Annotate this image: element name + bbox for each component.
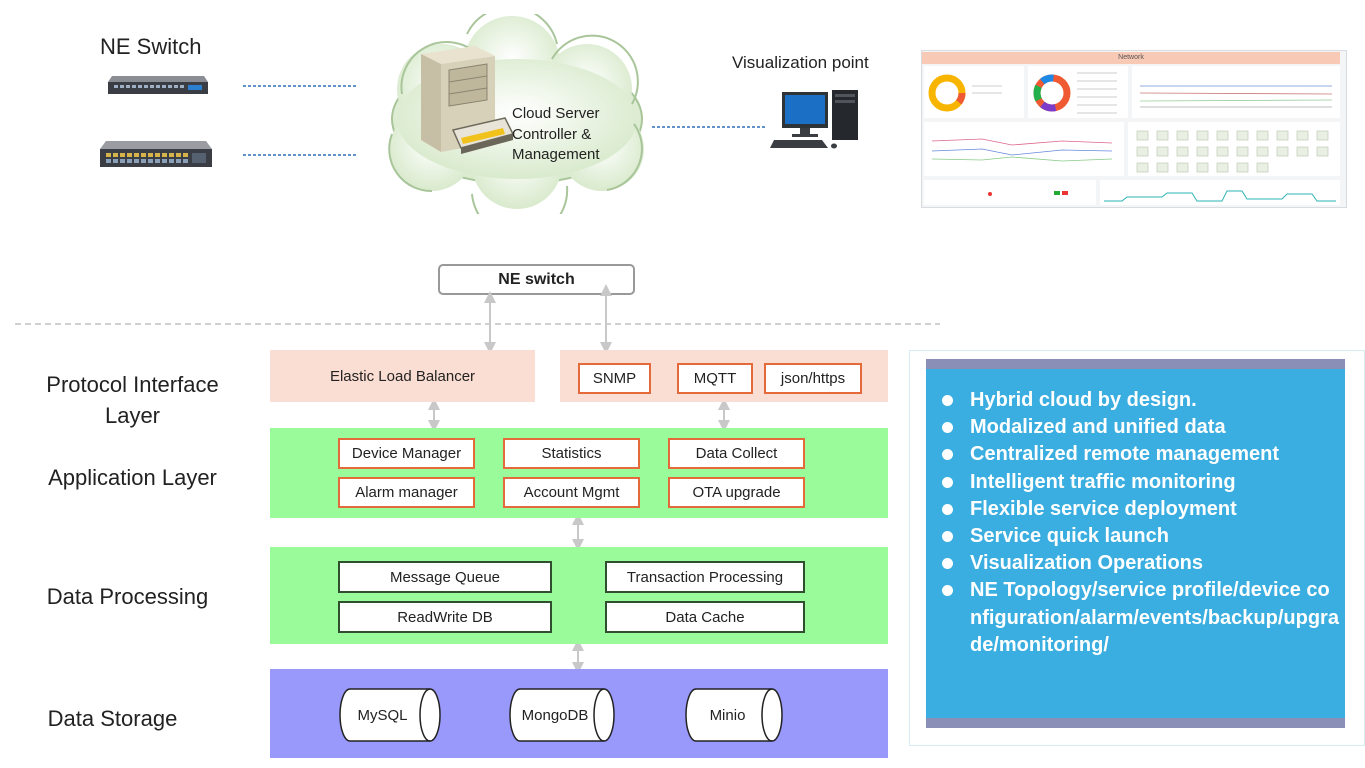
feature-item: Hybrid cloud by design. bbox=[940, 387, 1340, 414]
ne-switch-label: NE Switch bbox=[100, 34, 202, 59]
feature-panel: Hybrid cloud by design. Modalized and un… bbox=[926, 369, 1345, 718]
snmp-box: SNMP bbox=[578, 363, 651, 394]
layer-label-application: Application Layer bbox=[48, 465, 217, 490]
elb-band bbox=[270, 350, 535, 402]
account-mgmt-box: Account Mgmt bbox=[503, 477, 640, 508]
data-collect-box: Data Collect bbox=[668, 438, 805, 469]
statistics-box: Statistics bbox=[503, 438, 640, 469]
server-icon bbox=[421, 46, 513, 154]
dashboard-thumbnail: Network bbox=[921, 50, 1347, 208]
minio-label: Minio bbox=[709, 706, 746, 724]
mysql-label: MySQL bbox=[357, 706, 408, 724]
json-https-box: json/https bbox=[764, 363, 862, 394]
visualization-point-label: Visualization point bbox=[732, 53, 869, 72]
data-cache-box: Data Cache bbox=[605, 601, 805, 633]
device-manager-box: Device Manager bbox=[338, 438, 475, 469]
feature-item: Visualization Operations bbox=[940, 550, 1340, 577]
readwrite-db-box: ReadWrite DB bbox=[338, 601, 552, 633]
feature-list: Hybrid cloud by design. Modalized and un… bbox=[940, 387, 1340, 659]
feature-item: Service quick launch bbox=[940, 523, 1340, 550]
elb-label: Elastic Load Balancer bbox=[329, 368, 476, 385]
network-switch-icon bbox=[100, 141, 212, 167]
mongodb-label: MongoDB bbox=[521, 706, 589, 724]
transaction-processing-box: Transaction Processing bbox=[605, 561, 805, 593]
connector-lines bbox=[243, 85, 766, 156]
feature-item: Intelligent traffic monitoring bbox=[940, 469, 1340, 496]
feature-item: Centralized remote management bbox=[940, 441, 1340, 468]
feature-item: NE Topology/service profile/device confi… bbox=[940, 577, 1340, 659]
mqtt-box: MQTT bbox=[677, 363, 753, 394]
ne-switch-box-label: NE switch bbox=[498, 270, 575, 288]
ota-upgrade-box: OTA upgrade bbox=[668, 477, 805, 508]
feature-item: Modalized and unified data bbox=[940, 414, 1340, 441]
layer-label-storage: Data Storage bbox=[47, 706, 178, 731]
layer-label-processing: Data Processing bbox=[46, 584, 209, 609]
dashboard-title-bar: Network bbox=[922, 52, 1340, 64]
computer-icon bbox=[770, 90, 858, 149]
alarm-manager-box: Alarm manager bbox=[338, 477, 475, 508]
feature-item: Flexible service deployment bbox=[940, 496, 1340, 523]
cloud-server-label: Cloud Server Controller & Management bbox=[512, 105, 600, 163]
layer-label-protocol: Protocol Interface Layer bbox=[46, 372, 219, 428]
message-queue-box: Message Queue bbox=[338, 561, 552, 593]
network-switch-icon bbox=[108, 76, 208, 94]
